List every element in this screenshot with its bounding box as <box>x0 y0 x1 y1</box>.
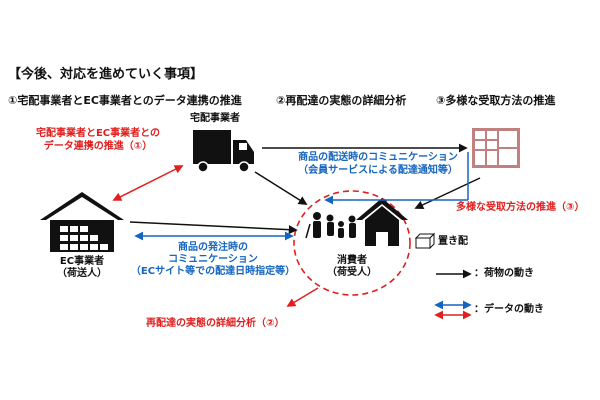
box-icon <box>414 232 436 250</box>
node-okihai: 置き配 <box>438 236 468 247</box>
locker-icon <box>472 128 520 168</box>
node-ec-line1: EC事業者 <box>59 256 105 267</box>
label-order-comm-line3: （ECサイト等での配達日時指定等） <box>130 266 296 277</box>
page-heading: 【今後、対応を進めていく事項】 <box>8 67 204 82</box>
node-ec-line2: （荷送人） <box>57 268 107 279</box>
arrow-redelivery <box>286 287 319 307</box>
truck-icon <box>193 130 254 173</box>
consumer-circle <box>293 190 411 296</box>
arrow-data-ec-carrier <box>112 165 184 201</box>
item-3: ③多様な受取方法の推進 <box>436 94 556 107</box>
legend-data-label: ：データの動き <box>474 304 544 315</box>
family-icon <box>305 212 356 239</box>
house-icon <box>356 198 408 246</box>
label-delivery-comm-line1: 商品の配送時のコミュニケーション <box>298 152 458 163</box>
node-consumer-line2: （荷受人） <box>327 267 377 278</box>
label-delivery-comm-line2: （会員サービスによる配達通知等） <box>298 165 458 176</box>
label-pickup: 多様な受取方法の推進（③） <box>456 202 585 213</box>
item-1: ①宅配事業者とEC事業者とのデータ連携の推進 <box>8 94 242 107</box>
arrow-ec-to-consumer <box>129 221 298 235</box>
node-carrier: 宅配事業者 <box>190 113 240 124</box>
warehouse-icon <box>40 192 124 252</box>
arrow-carrier-to-consumer <box>254 171 308 205</box>
item-2: ②再配達の実態の詳細分析 <box>276 94 407 107</box>
label-redelivery: 再配達の実態の詳細分析（②） <box>146 318 285 329</box>
arrow-locker-to-consumer <box>414 177 481 210</box>
label-order-comm-line2: コミュニケーション <box>168 254 258 265</box>
label-order-comm-line1: 商品の発注時の <box>178 242 248 253</box>
label-data-link-line2: データ連携の推進（①） <box>43 141 153 152</box>
legend-goods-label: ：荷物の動き <box>474 268 534 279</box>
node-consumer-line1: 消費者 <box>337 255 367 266</box>
label-data-link-line1: 宅配事業者とEC事業者との <box>35 128 161 139</box>
